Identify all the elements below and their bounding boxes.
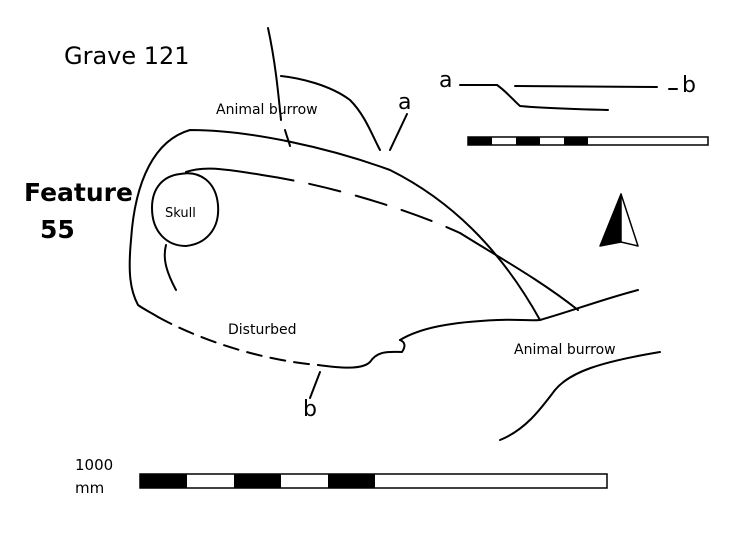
scale-unit: mm xyxy=(75,479,105,497)
label-animal-burrow-right: Animal burrow xyxy=(514,342,616,358)
grave-inner-edge-solid xyxy=(185,167,263,176)
label-animal-burrow-top: Animal burrow xyxy=(216,102,318,118)
grave-inner-edge-dashed xyxy=(261,174,461,234)
grave-inner-edge-tail xyxy=(459,232,579,311)
section-scale-bar xyxy=(467,136,709,146)
burrow-top-line-right xyxy=(280,75,381,151)
main-scale-bar xyxy=(139,473,608,489)
section-marker-a-line xyxy=(389,113,408,151)
grave-title: Grave 121 xyxy=(64,42,190,70)
label-skull: Skull xyxy=(165,206,196,221)
burrow-top-line-left-low xyxy=(284,129,291,147)
section-profile-left xyxy=(459,84,609,111)
disturbed-boundary-dashed xyxy=(157,316,319,366)
grave-left-inner-edge xyxy=(163,244,177,291)
feature-number: 55 xyxy=(40,215,75,244)
skull-outline xyxy=(151,172,220,247)
grave-outline xyxy=(128,129,541,341)
burrow-right-upper xyxy=(539,289,639,321)
feature-label: Feature xyxy=(24,178,133,207)
north-arrow-icon xyxy=(599,193,639,247)
burrow-right-lower xyxy=(499,351,661,441)
label-disturbed: Disturbed xyxy=(228,322,297,338)
section-profile-label-b: b xyxy=(682,73,696,98)
burrow-top-line-left xyxy=(267,27,282,121)
section-marker-a: a xyxy=(398,90,412,115)
section-marker-b-line xyxy=(309,371,321,399)
burrow-lobe-bottom xyxy=(317,339,406,369)
section-profile-right xyxy=(514,85,658,88)
section-marker-b: b xyxy=(303,397,317,422)
section-profile-label-a: a xyxy=(439,68,453,93)
scale-value: 1000 xyxy=(75,456,114,474)
